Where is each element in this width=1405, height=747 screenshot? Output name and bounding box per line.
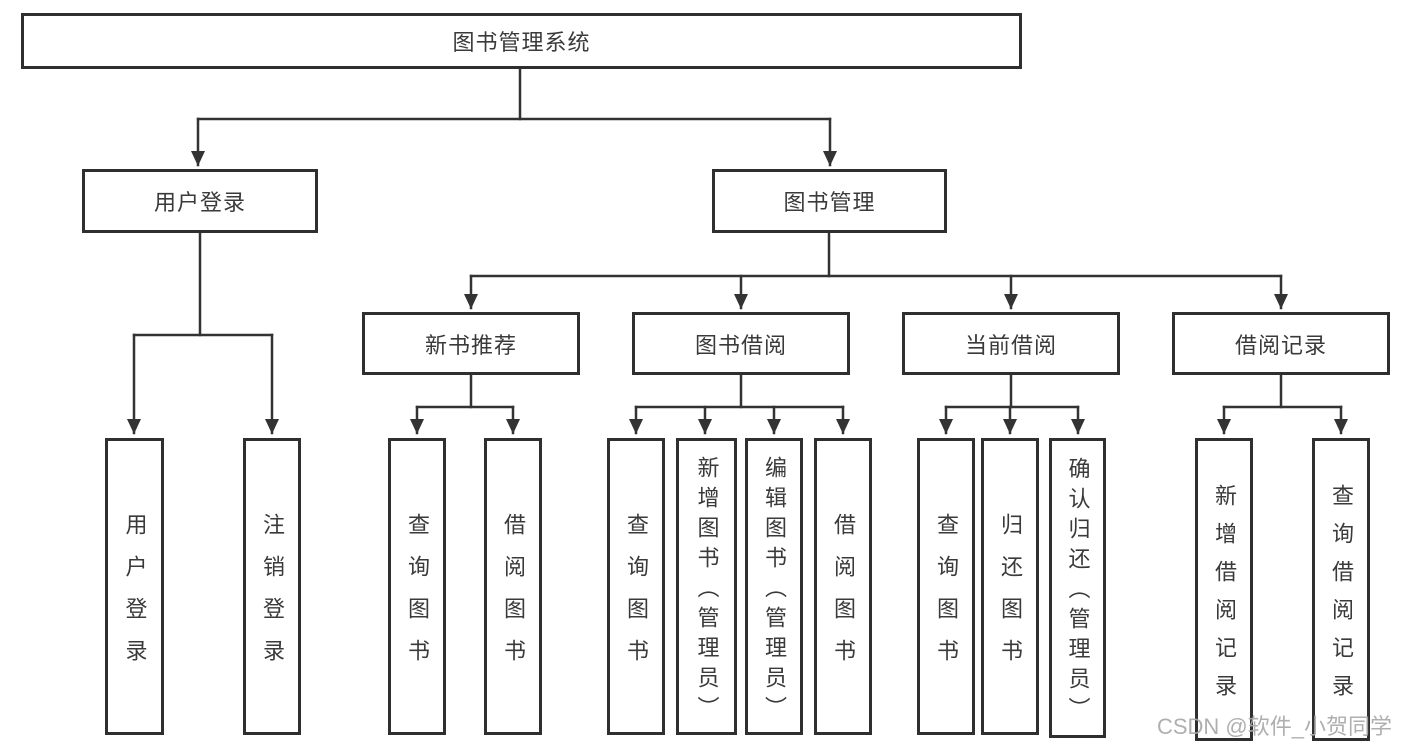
leaf-logout-label: 注销登录	[260, 512, 285, 681]
node-root-label: 图书管理系统	[452, 30, 591, 55]
leaf-query-books-current: 查询图书	[917, 438, 975, 735]
node-book-management-label: 图书管理	[783, 190, 876, 215]
leaf-borrow-books: 借阅图书	[814, 438, 872, 735]
leaf-user-login-label: 用户登录	[122, 512, 148, 681]
node-user-login-label: 用户登录	[153, 190, 246, 215]
node-borrow-records: 借阅记录	[1172, 312, 1390, 375]
leaf-borrow-books-new-rec-label: 借阅图书	[501, 512, 526, 681]
leaf-query-books-borrow-label: 查询图书	[624, 512, 649, 681]
leaf-query-books-new-rec: 查询图书	[388, 438, 446, 735]
leaf-query-borrow-record: 查询借阅记录	[1312, 438, 1370, 741]
node-current-borrow: 当前借阅	[902, 312, 1120, 375]
node-new-book-recommend-label: 新书推荐	[424, 332, 517, 358]
leaf-confirm-return-admin-label: 确认归还（管理员）	[1065, 457, 1091, 727]
leaf-borrow-books-label: 借阅图书	[831, 512, 856, 681]
leaf-query-books-borrow: 查询图书	[607, 438, 665, 735]
node-book-borrow: 图书借阅	[632, 312, 850, 375]
leaf-add-borrow-record-label: 新增借阅记录	[1212, 483, 1237, 712]
node-borrow-records-label: 借阅记录	[1234, 332, 1327, 358]
leaf-query-borrow-record-label: 查询借阅记录	[1329, 483, 1354, 712]
leaf-query-books-new-rec-label: 查询图书	[405, 512, 430, 681]
leaf-return-books-label: 归还图书	[998, 512, 1023, 681]
leaf-add-books-admin: 新增图书（管理员）	[676, 438, 737, 735]
leaf-logout: 注销登录	[243, 438, 301, 735]
leaf-add-books-admin-label: 新增图书（管理员）	[694, 455, 720, 726]
leaf-confirm-return-admin: 确认归还（管理员）	[1049, 438, 1106, 738]
leaf-edit-books-admin-label: 编辑图书（管理员）	[762, 455, 787, 726]
node-book-borrow-label: 图书借阅	[694, 332, 787, 358]
node-book-management: 图书管理	[712, 169, 947, 233]
leaf-query-books-current-label: 查询图书	[934, 512, 959, 681]
watermark: CSDN @软件_小贺同学	[1156, 714, 1392, 739]
node-current-borrow-label: 当前借阅	[964, 332, 1057, 358]
node-new-book-recommend: 新书推荐	[362, 312, 580, 375]
leaf-add-borrow-record: 新增借阅记录	[1195, 438, 1253, 741]
leaf-user-login: 用户登录	[105, 438, 164, 735]
leaf-return-books: 归还图书	[981, 438, 1039, 735]
leaf-edit-books-admin: 编辑图书（管理员）	[745, 438, 803, 735]
node-user-login: 用户登录	[82, 169, 318, 233]
node-root: 图书管理系统	[21, 13, 1022, 69]
leaf-borrow-books-new-rec: 借阅图书	[484, 438, 542, 735]
